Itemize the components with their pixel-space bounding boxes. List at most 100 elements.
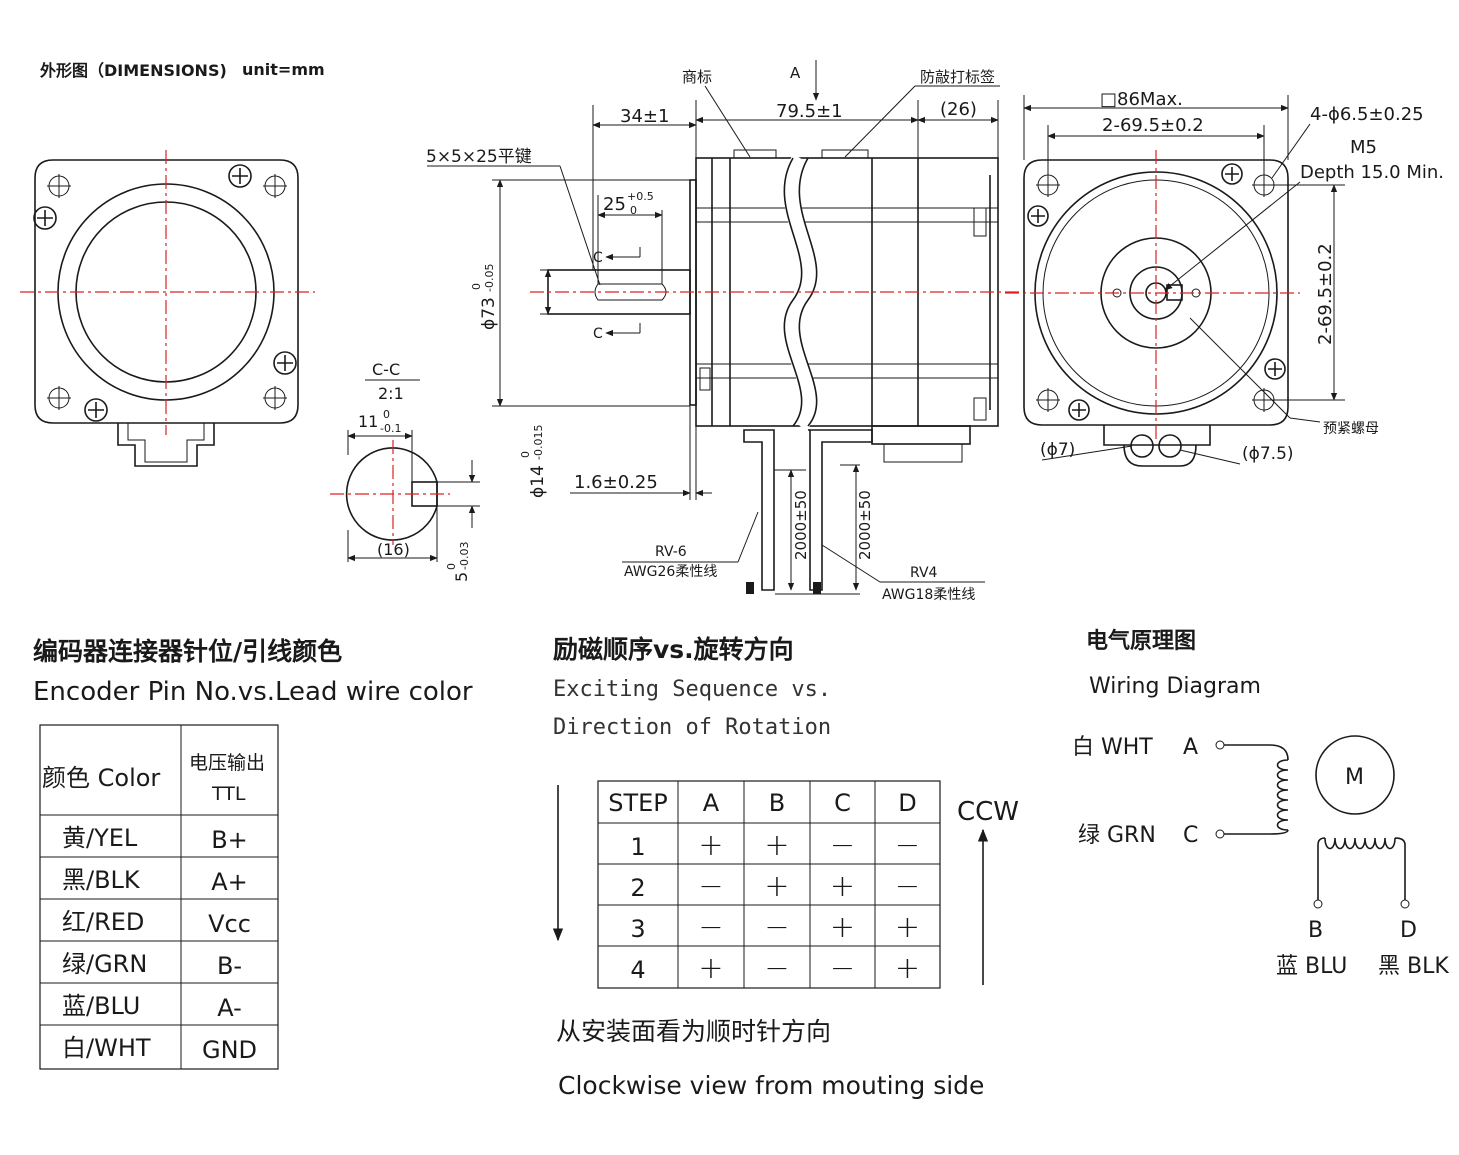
svg-text:ϕ14: ϕ14 — [528, 465, 548, 498]
encoder-cable-type: RV-6 — [655, 544, 687, 560]
sequence-cell: + — [895, 910, 920, 945]
svg-text:-0.1: -0.1 — [380, 422, 401, 435]
wire-a-label: A — [1183, 735, 1198, 760]
sequence-cell: + — [830, 910, 855, 945]
dim-encoder-cable-length: 2000±50 — [792, 490, 810, 560]
section-marker-bottom: C — [593, 326, 603, 342]
sequence-title-en-2: Direction of Rotation — [553, 715, 831, 740]
nameplate-label — [821, 149, 869, 159]
encoder-row-pin: GND — [202, 1036, 257, 1064]
encoder-row-color: 黄/YEL — [62, 824, 138, 852]
terminal-d — [1400, 899, 1410, 909]
front-view — [20, 150, 315, 467]
sequence-header-cell: B — [769, 789, 785, 817]
sequence-cell: − — [698, 910, 723, 945]
section-scale: 2:1 — [378, 384, 404, 403]
encoder-header-ttl: TTL — [211, 783, 246, 805]
sequence-cell: 3 — [630, 915, 645, 943]
encoder-header-output: 电压输出 — [189, 752, 265, 774]
wire-d-label: D — [1400, 918, 1417, 943]
dim-body-length: 79.5±1 — [776, 101, 843, 122]
front-connector-block — [117, 423, 215, 467]
sequence-cell: + — [764, 828, 789, 863]
sequence-cell: − — [830, 828, 855, 863]
sequence-note-en: Clockwise view from mouting side — [558, 1071, 984, 1100]
sequence-header-cell: A — [703, 789, 720, 817]
sequence-title-cn: 励磁顺序vs.旋转方向 — [553, 635, 794, 664]
dim-hole-spacing-vertical: 2-69.5±0.2 — [1315, 243, 1336, 345]
sequence-cell: + — [895, 951, 920, 986]
sequence-cell: + — [698, 828, 723, 863]
logo-plate — [733, 149, 777, 159]
sequence-cell: − — [698, 869, 723, 904]
encoder-row-pin: A- — [217, 994, 242, 1022]
dim-flat-main: 11 — [358, 412, 378, 431]
dim-key-width: 5 0 -0.03 — [445, 542, 471, 582]
wiring-section: 电气原理图 Wiring Diagram 白 WHT A 绿 GRN C M B… — [1072, 628, 1449, 979]
svg-text:5: 5 — [452, 572, 471, 582]
motor-cable — [808, 429, 873, 591]
label-view-a: A — [790, 64, 801, 82]
wire-c-color: 绿 GRN — [1078, 823, 1156, 848]
end-screws — [1027, 163, 1286, 421]
front-hole-crosses — [47, 174, 287, 410]
end-view: □86Max. 2-69.5±0.2 — [1005, 89, 1444, 467]
sequence-title-en-1: Exciting Sequence vs. — [553, 677, 831, 702]
header: 外形图（DIMENSIONS) unit=mm — [39, 60, 325, 80]
thread-depth: Depth 15.0 Min. — [1300, 162, 1444, 183]
wire-a-color: 白 WHT — [1072, 735, 1153, 760]
dim-gland-left: (ϕ7) — [1040, 440, 1075, 460]
encoder-cable — [743, 429, 775, 591]
encoder-header-color: 颜色 Color — [42, 764, 160, 792]
wire-c-label: C — [1183, 823, 1198, 848]
end-flange-outline — [1023, 159, 1289, 426]
wire-b-color: 蓝 BLU — [1276, 954, 1347, 979]
front-screws — [33, 164, 297, 422]
thread-size: M5 — [1350, 137, 1377, 158]
sequence-cell: + — [698, 951, 723, 986]
terminal-b — [1313, 899, 1323, 909]
ccw-label: CCW — [957, 797, 1019, 827]
wiring-title-cn: 电气原理图 — [1086, 628, 1196, 654]
svg-text:0: 0 — [445, 563, 458, 570]
dim-shaft-diameter: ϕ14 0 -0.015 — [519, 425, 548, 498]
encoder-row-pin: Vcc — [208, 910, 251, 938]
sequence-section: 励磁顺序vs.旋转方向 Exciting Sequence vs. Direct… — [552, 635, 1019, 1100]
svg-text:+0.5: +0.5 — [627, 190, 654, 203]
sequence-header-cell: D — [898, 789, 916, 817]
motor-cable-spec: AWG18柔性线 — [882, 587, 975, 603]
sequence-cell: 4 — [630, 956, 645, 984]
dim-pilot-diameter: ϕ73 0 -0.05 — [470, 264, 499, 330]
encoder-row-color: 蓝/BLU — [62, 992, 140, 1020]
key-spec-label: 5×5×25平键 — [426, 147, 532, 167]
dim-square: □86Max. — [1100, 89, 1183, 110]
encoder-row-color: 黑/BLK — [62, 866, 141, 894]
terminal-c — [1215, 829, 1225, 839]
label-logo: 商标 — [682, 68, 712, 86]
encoder-row-pin: B+ — [211, 826, 248, 854]
side-connector-box — [871, 425, 971, 445]
encoder-row-color: 绿/GRN — [62, 950, 147, 978]
shaft-key — [594, 283, 667, 301]
sequence-cell: 2 — [630, 874, 645, 902]
section-marker-top: C — [593, 250, 603, 266]
section-c-c: C-C 2:1 11 0 -0.1 (16) 5 0 -0.03 — [330, 360, 480, 582]
svg-text:-0.03: -0.03 — [458, 542, 471, 570]
sequence-cell: + — [830, 869, 855, 904]
section-shaft-hatched — [345, 447, 438, 541]
label-nameplate: 防敲打标签 — [920, 68, 995, 86]
sequence-cell: + — [764, 869, 789, 904]
encoder-row-color: 红/RED — [62, 908, 144, 936]
svg-text:ϕ73: ϕ73 — [479, 297, 499, 330]
winding-bd — [1317, 837, 1406, 900]
front-flange-outline — [34, 159, 299, 424]
motor-symbol — [1315, 735, 1395, 815]
sequence-table — [597, 780, 941, 989]
section-title: C-C — [372, 360, 400, 379]
dim-motor-cable-length: 2000±50 — [856, 490, 874, 560]
label-lock-nut: 预紧螺母 — [1323, 421, 1379, 437]
svg-text:0: 0 — [470, 283, 483, 290]
sequence-header-cell: STEP — [608, 789, 668, 817]
dim-key-length: 25 — [603, 194, 626, 215]
